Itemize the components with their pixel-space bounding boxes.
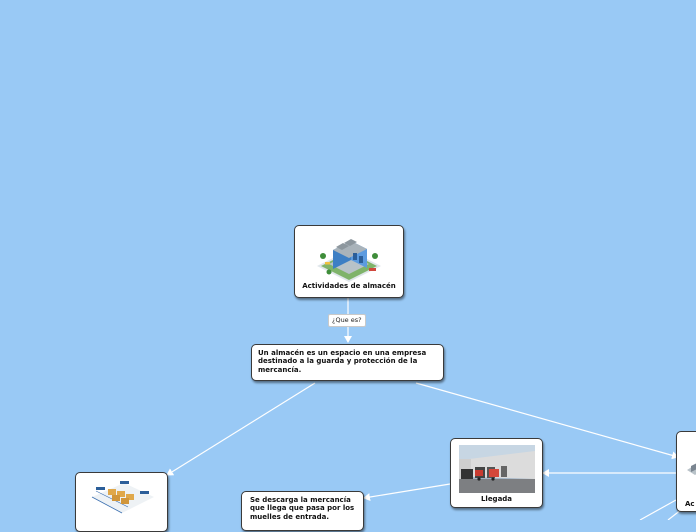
connector-definition-to-right <box>415 382 679 460</box>
warehouse-building-icon <box>317 239 381 282</box>
node-arrival[interactable]: Llegada <box>450 438 543 508</box>
node-definition-text: Un almacén es un espacio en una empresa … <box>258 349 427 374</box>
node-left-partial[interactable] <box>75 472 168 532</box>
node-right-partial[interactable]: Ac <box>676 431 696 512</box>
node-root[interactable]: Actividades de almacén <box>294 225 404 298</box>
mind-map-canvas: ¿Que es? Actividades de almacén Un almac… <box>75 225 696 532</box>
connector-definition-to-left <box>166 382 316 476</box>
warehouse-icon <box>687 463 696 475</box>
node-unloading-text: Se descarga la mercancía que llega que p… <box>250 496 355 521</box>
node-arrival-title: Llegada <box>480 495 513 503</box>
node-right-partial-title: Ac <box>685 500 695 508</box>
warehouse-racks-icon <box>91 481 154 514</box>
connector-layer <box>166 298 687 520</box>
node-unloading[interactable]: Se descarga la mercancía que llega que p… <box>241 491 364 531</box>
connector-arrival-to-unloading <box>363 483 451 501</box>
node-definition[interactable]: Un almacén es un espacio en una empresa … <box>251 344 444 381</box>
node-root-title: Actividades de almacén <box>302 282 396 290</box>
loading-dock-photo <box>458 445 535 493</box>
link-label-what-is[interactable]: ¿Que es? <box>328 314 366 327</box>
connector-right-down-1 <box>639 499 677 520</box>
